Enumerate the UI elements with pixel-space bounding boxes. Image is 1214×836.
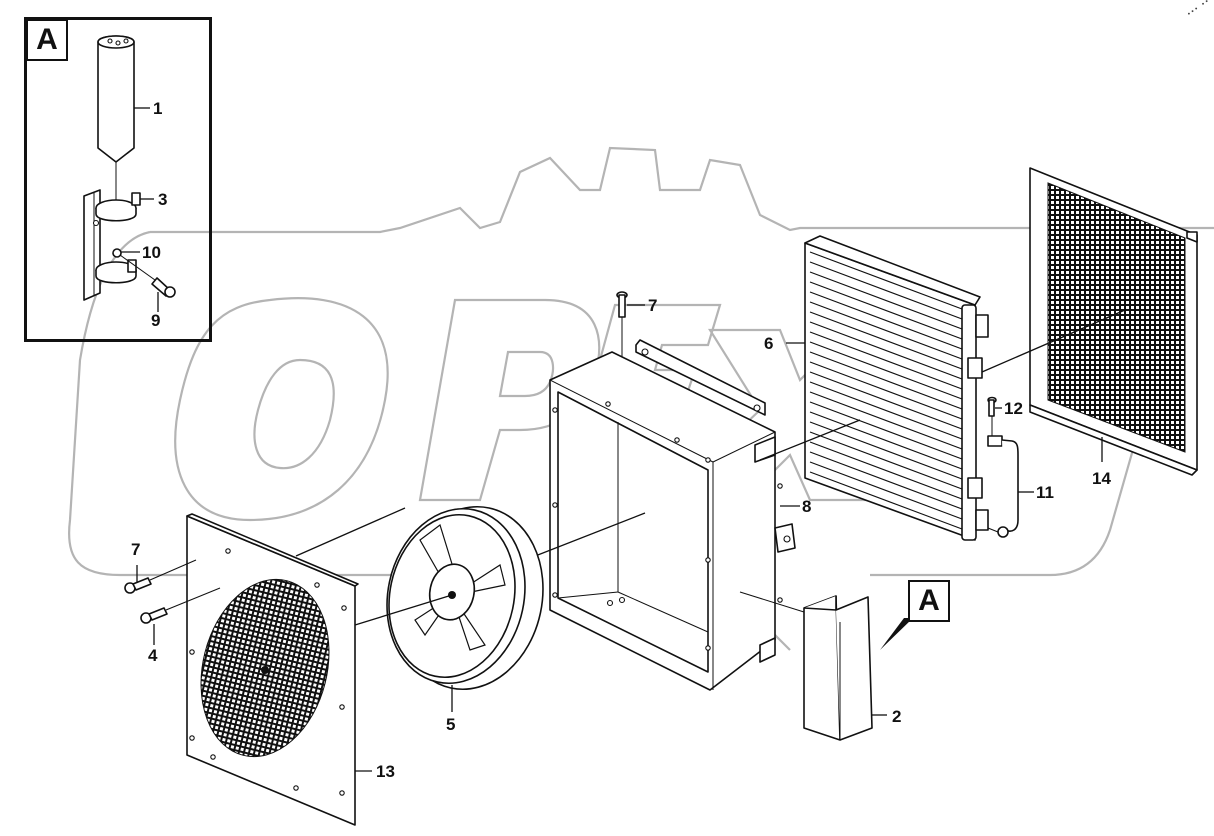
- callout-4: 4: [148, 646, 158, 665]
- callout-6: 6: [764, 334, 774, 353]
- bolt: [119, 254, 176, 298]
- callout-3: 3: [158, 190, 168, 209]
- callout-13: 13: [376, 762, 395, 781]
- callout-7-left: 7: [131, 540, 141, 559]
- reference-marker-a: A: [908, 580, 950, 622]
- clamp-lower: [95, 259, 137, 284]
- bolt-and-pipe: [987, 396, 1034, 538]
- mesh-grille: [981, 167, 1198, 476]
- cover-bracket: [739, 591, 913, 741]
- fan: [295, 505, 544, 712]
- callout-8: 8: [802, 497, 812, 516]
- callout-5: 5: [446, 715, 456, 734]
- callout-7-top: 7: [648, 296, 658, 315]
- fan-guard-plate: [186, 513, 372, 826]
- nut: [112, 248, 122, 258]
- callout-14: 14: [1092, 469, 1111, 488]
- condenser: [759, 235, 989, 541]
- callout-1: 1: [153, 99, 163, 118]
- callout-2: 2: [892, 707, 902, 726]
- bolts-lower-left: [124, 559, 221, 645]
- detail-view-a-frame: [24, 17, 212, 342]
- callout-11: 11: [1036, 483, 1054, 502]
- callout-9: 9: [151, 311, 161, 330]
- callout-12: 12: [1004, 399, 1023, 418]
- shroud-housing: [524, 339, 800, 691]
- detail-view-a-drawing: [83, 35, 176, 312]
- detail-view-a-label: A: [26, 19, 68, 61]
- callout-10: 10: [142, 243, 161, 262]
